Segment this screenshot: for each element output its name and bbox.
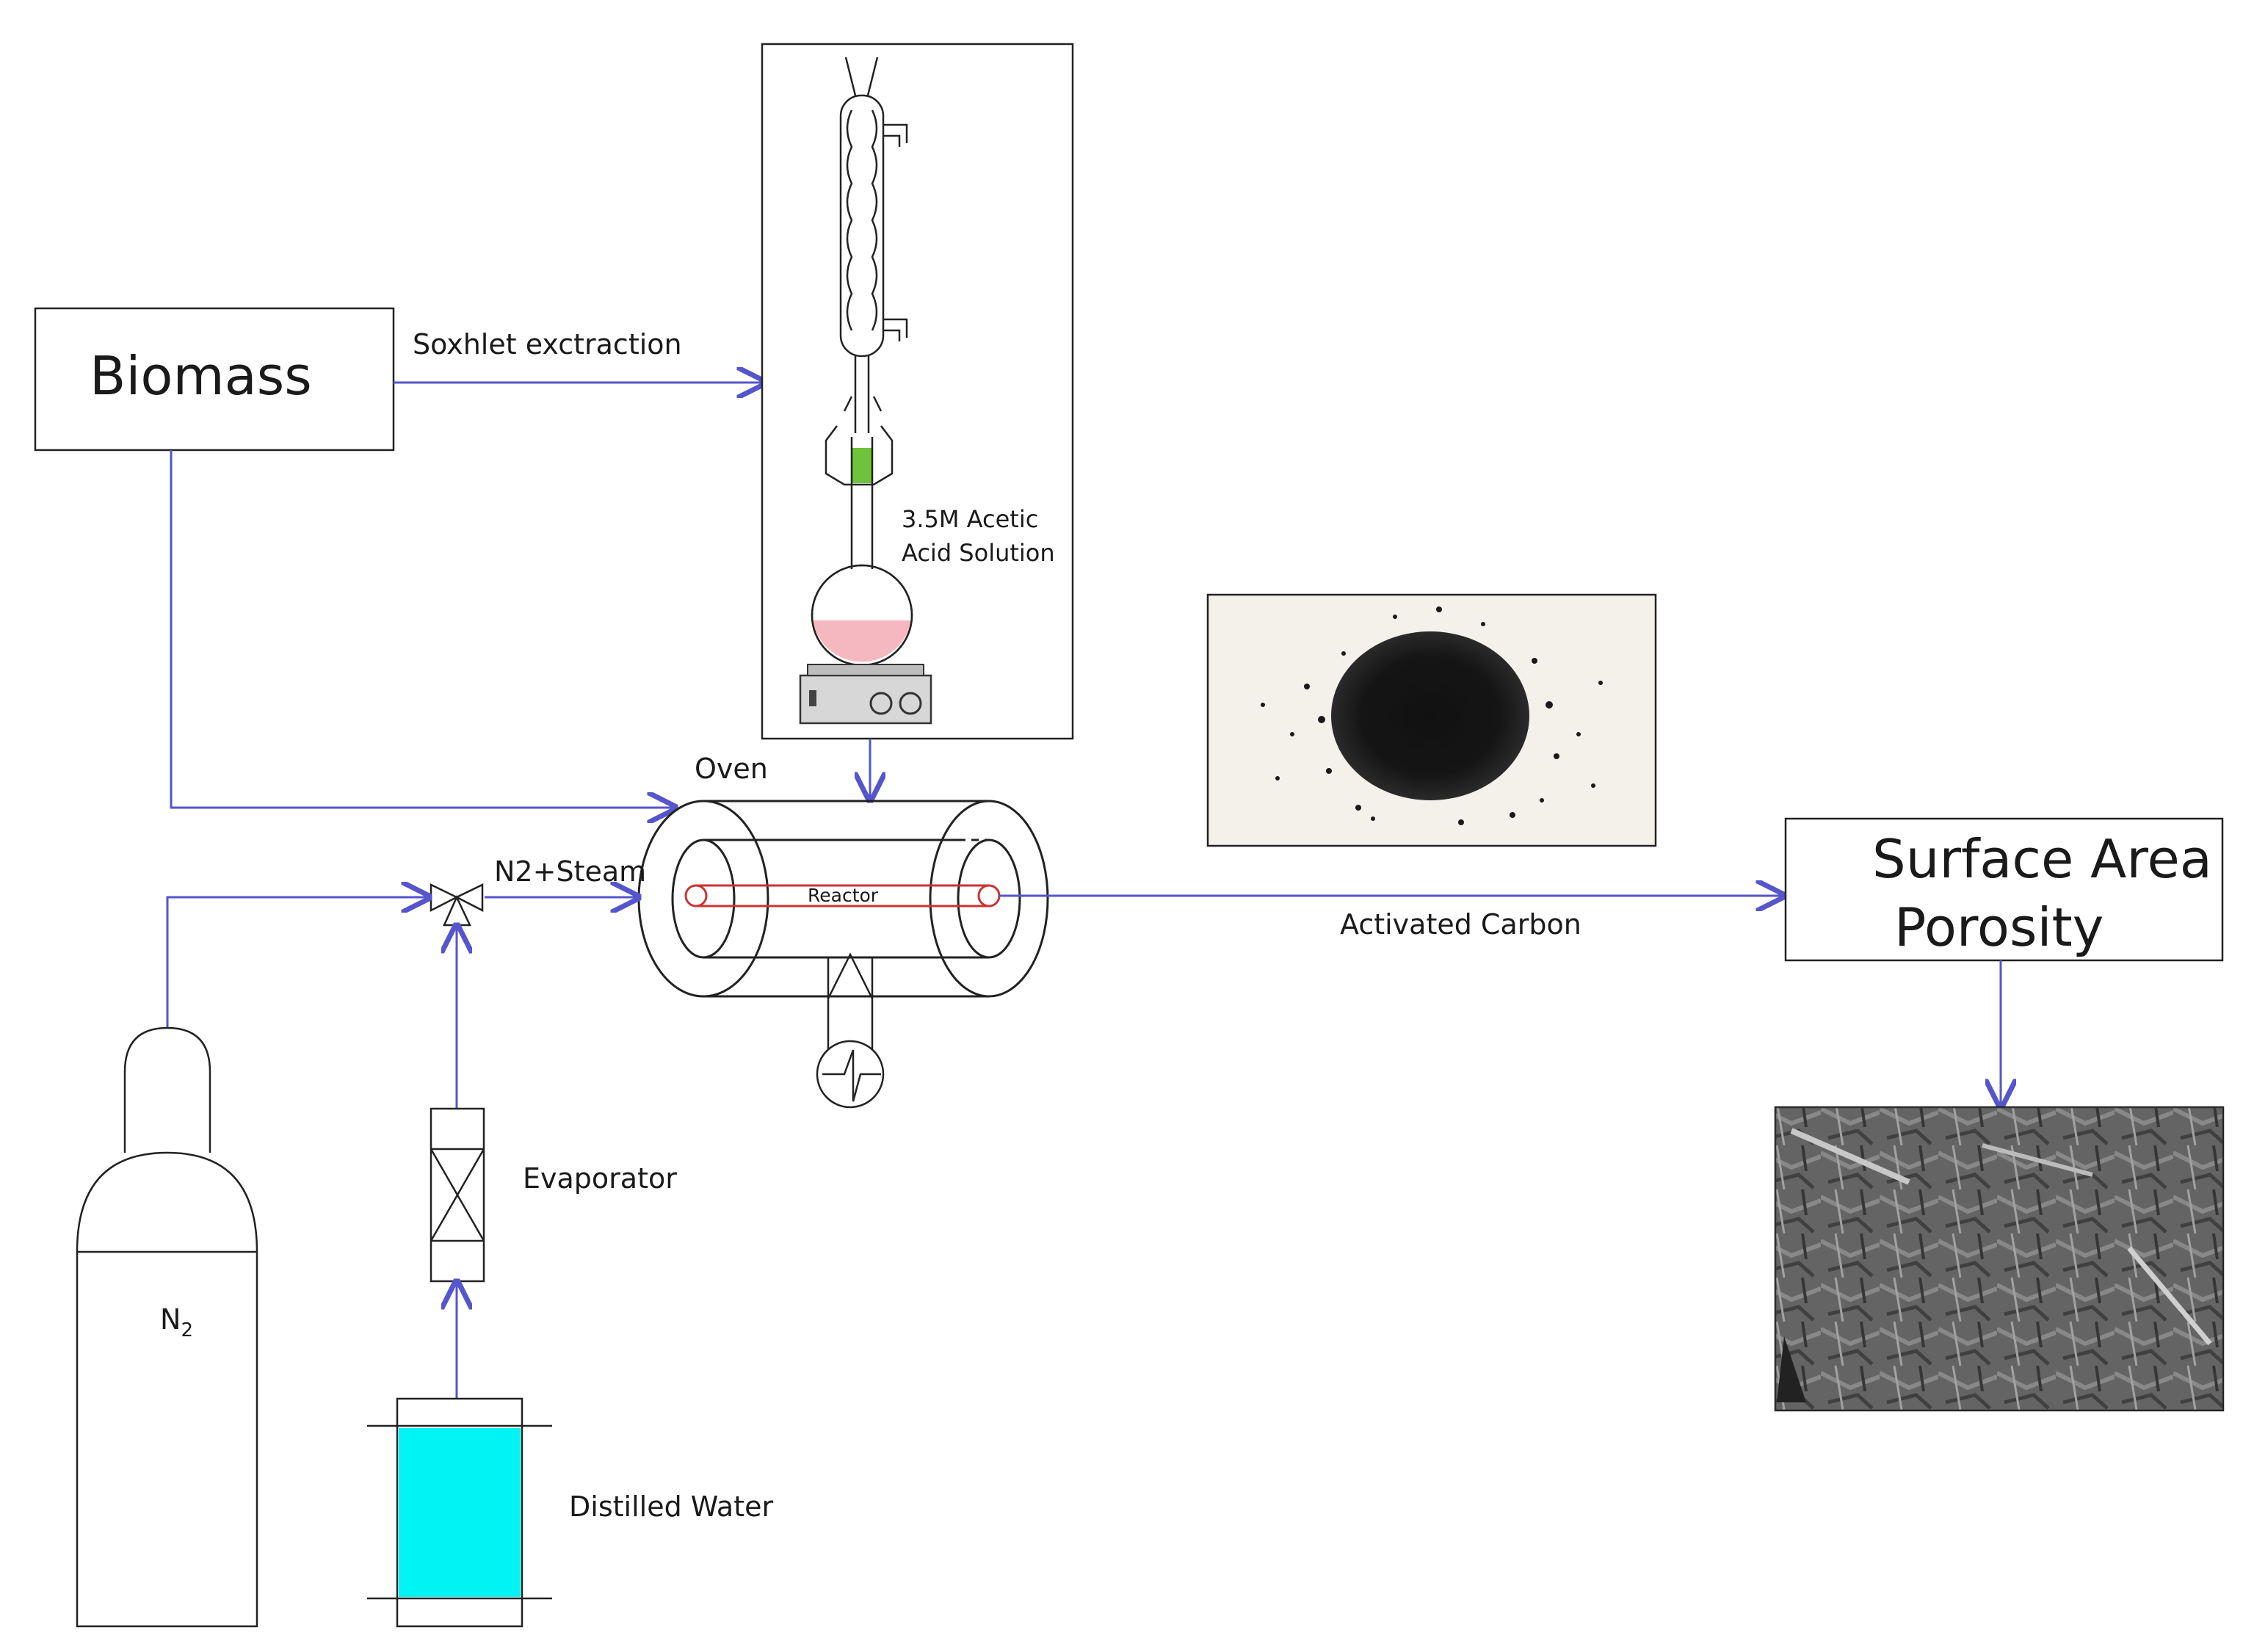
n2-steam-label: N2+Steam — [494, 855, 646, 888]
porosity-label: Porosity — [1894, 896, 2104, 958]
heater-coil — [827, 952, 874, 999]
oven: Oven Reactor — [637, 753, 1049, 1109]
distilled-water-label: Distilled Water — [569, 1490, 773, 1523]
n2-cylinder: N2 — [76, 1026, 258, 1628]
biomass-label: Biomass — [90, 345, 312, 407]
reactor-tube: Reactor — [684, 884, 1001, 907]
activated-carbon-label: Activated Carbon — [1340, 908, 1581, 941]
oven-label: Oven — [695, 753, 768, 785]
surface-area-box: Surface Area Porosity — [1784, 817, 2224, 962]
three-way-valve — [430, 883, 484, 927]
flask-liquid — [813, 620, 911, 662]
temperature-controller — [816, 1040, 885, 1109]
distilled-water-tank: Distilled Water — [367, 1397, 773, 1628]
sem-image — [1774, 1106, 2225, 1412]
soxhlet-label: Soxhlet exctraction — [413, 328, 682, 361]
biomass-to-oven-line — [170, 450, 675, 808]
reactor-label: Reactor — [808, 885, 879, 906]
acetic-label-2: Acid Solution — [902, 539, 1055, 567]
evaporator: Evaporator — [430, 1107, 677, 1283]
n2-flow-line — [166, 897, 430, 1028]
n2-label: N2 — [160, 1303, 193, 1341]
hot-plate — [799, 664, 932, 725]
evaporator-label: Evaporator — [523, 1162, 677, 1195]
water-level — [399, 1428, 521, 1597]
condenser — [839, 94, 885, 358]
n2-subscript: 2 — [181, 1319, 193, 1341]
biomass-box: Biomass — [34, 307, 395, 452]
extract-thimble — [852, 448, 872, 483]
soxhlet-apparatus: 3.5M Acetic Acid Solution — [761, 43, 1074, 740]
acetic-label-1: 3.5M Acetic — [902, 505, 1038, 533]
activated-carbon-photo — [1206, 593, 1657, 847]
surface-area-label: Surface Area — [1872, 828, 2212, 890]
